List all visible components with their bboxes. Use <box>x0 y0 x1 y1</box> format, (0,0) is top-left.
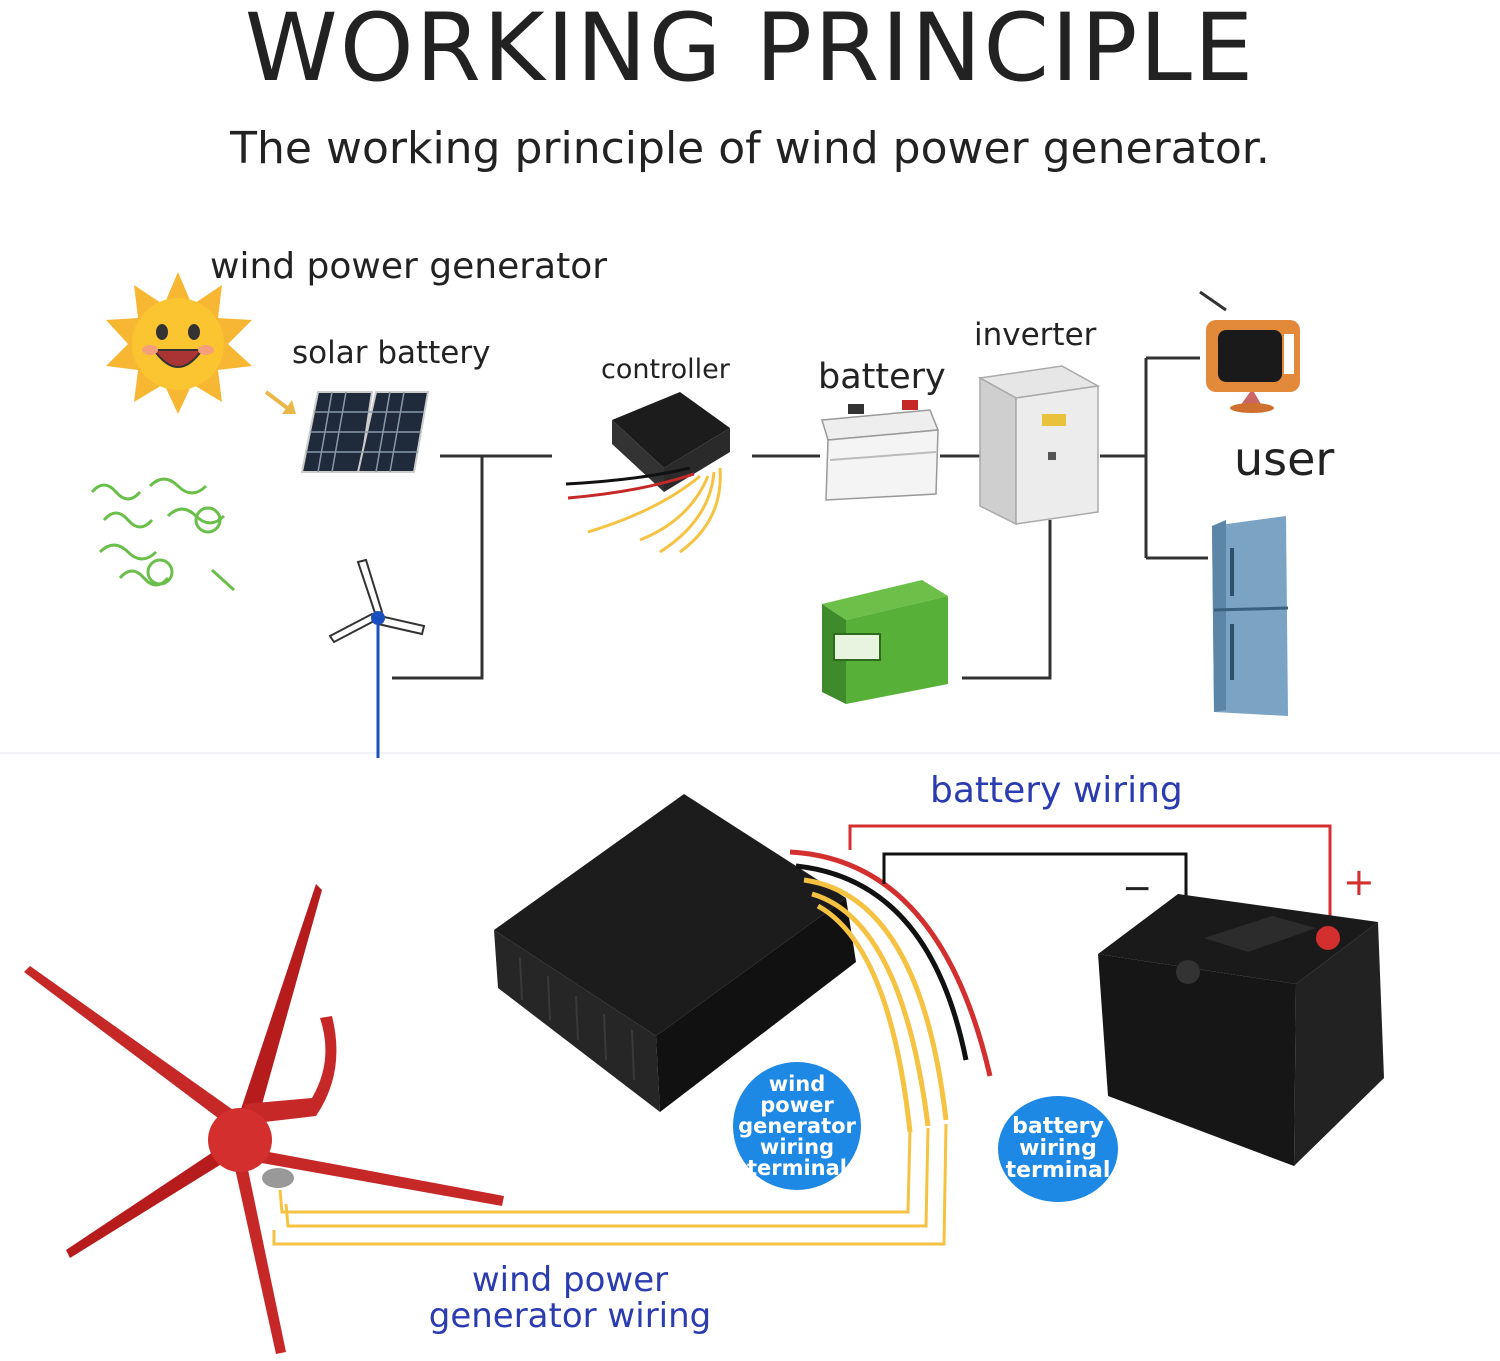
plus-sign: + <box>1343 860 1375 904</box>
wind-badge-line-4: wiring <box>759 1134 835 1159</box>
wind-generator-wires <box>272 1123 948 1246</box>
page-title: WORKING PRINCIPLE <box>244 0 1256 103</box>
battery-wiring-label: battery wiring <box>930 770 1183 811</box>
battery-badge-line-3: terminal <box>1005 1158 1111 1183</box>
wind-terminal-badge: wind power generator wiring terminal <box>733 1062 861 1190</box>
wind-swirl-icon <box>90 477 226 587</box>
wind-generator-label: wind power generator <box>210 246 608 287</box>
page-subtitle: The working principle of wind power gene… <box>230 123 1270 174</box>
controller-icon <box>565 392 730 554</box>
car-battery-icon <box>1098 894 1384 1166</box>
battery-badge-line-2: wiring <box>1019 1136 1097 1161</box>
refrigerator-icon <box>1212 516 1289 716</box>
wind-arrow-icon <box>210 568 236 592</box>
solar-battery-label: solar battery <box>292 335 491 371</box>
solar-panel-icon <box>300 391 430 473</box>
sun-arrow-icon <box>264 390 292 412</box>
wind-badge-line-1: wind <box>768 1071 826 1096</box>
sun-icon <box>106 272 252 414</box>
inverter-label: inverter <box>974 317 1097 353</box>
sun-arrowhead-icon <box>282 400 296 414</box>
wind-wiring-label-line1: wind power <box>471 1260 669 1300</box>
wind-badge-line-5: terminal <box>746 1155 848 1180</box>
section-divider <box>0 752 1500 754</box>
battery-badge-line-1: battery <box>1012 1114 1104 1139</box>
system-connection-lines <box>392 356 1208 680</box>
wind-wiring-label: wind power generator wiring <box>420 1262 720 1334</box>
wind-badge-line-2: power <box>760 1092 834 1117</box>
tv-icon <box>1199 290 1300 413</box>
wind-badge-line-3: generator <box>738 1113 856 1138</box>
user-label: user <box>1234 432 1335 486</box>
wind-wiring-label-line2: generator wiring <box>428 1296 712 1336</box>
inverter-icon <box>977 365 1101 526</box>
charge-controller-icon <box>494 794 856 1112</box>
controller-wires <box>789 849 993 1133</box>
red-wind-turbine-icon <box>24 884 504 1354</box>
green-battery-icon <box>822 580 948 704</box>
battery-terminal-badge: battery wiring terminal <box>998 1096 1118 1202</box>
minus-sign: − <box>1122 868 1153 909</box>
controller-label: controller <box>601 354 730 385</box>
battery-icon <box>821 400 940 501</box>
small-wind-turbine-icon <box>328 558 426 758</box>
battery-label: battery <box>818 357 946 397</box>
